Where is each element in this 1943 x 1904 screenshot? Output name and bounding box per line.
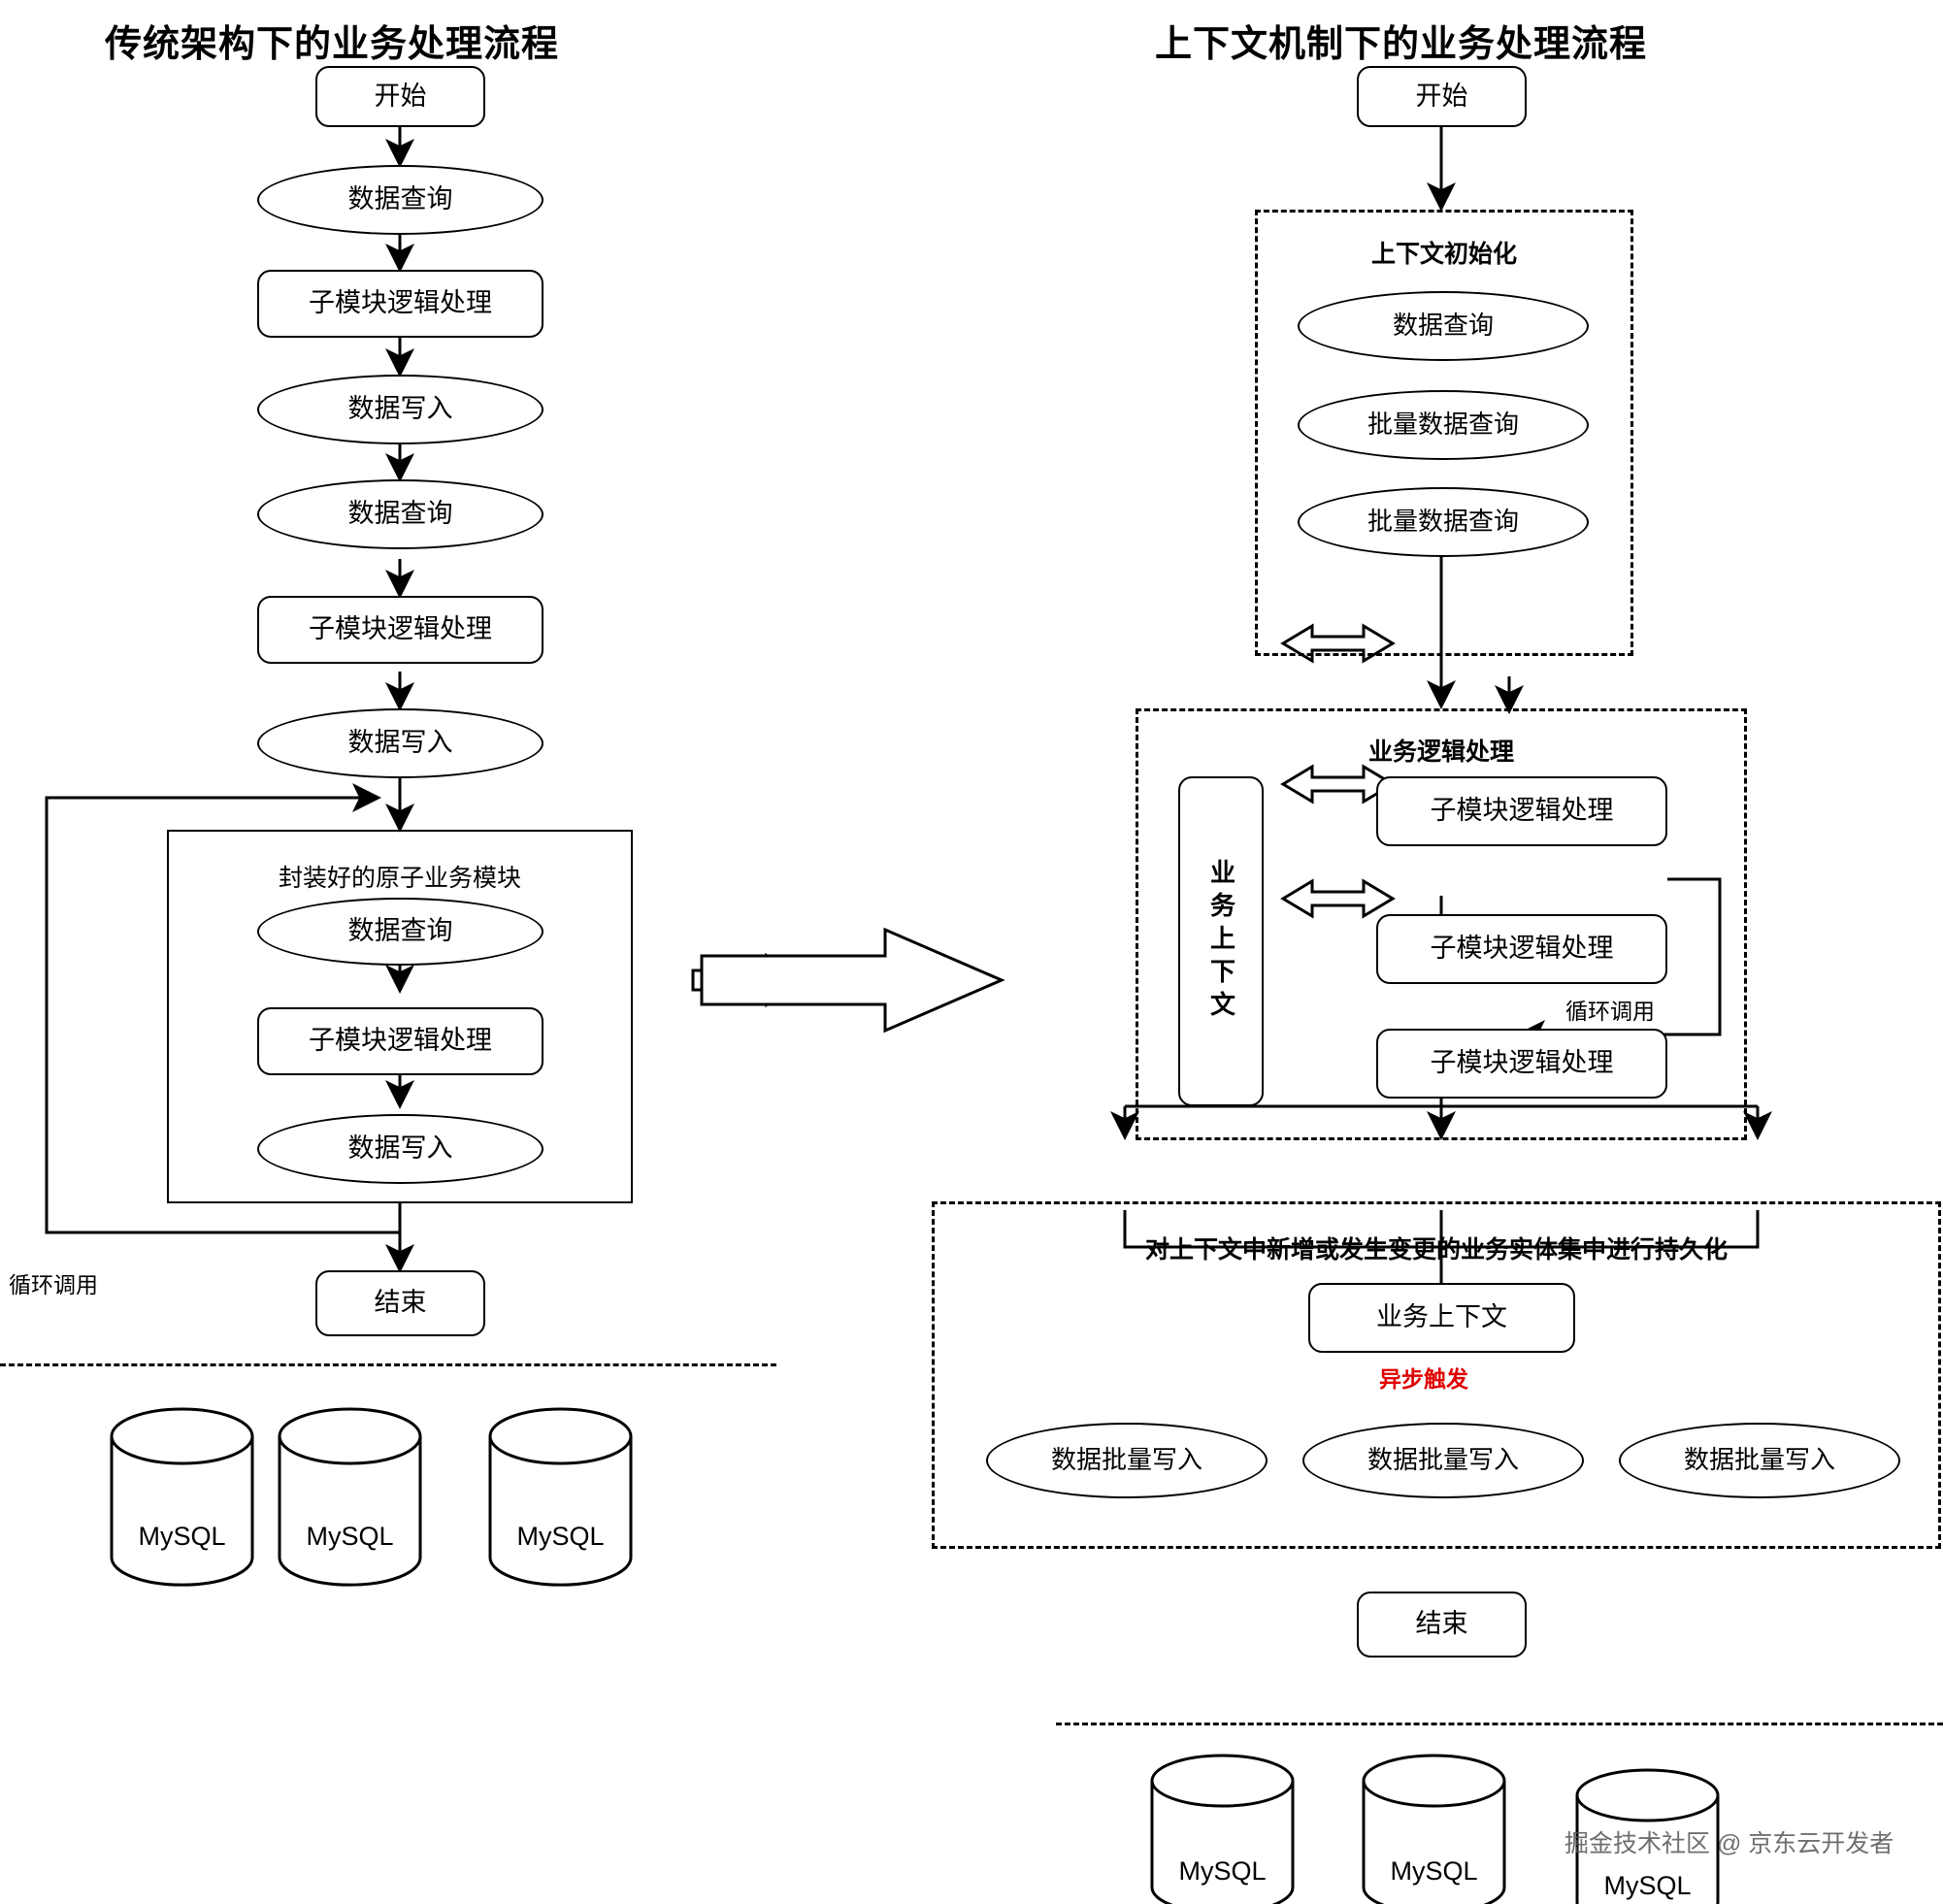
left-database-1-label: MySQL <box>306 1522 394 1551</box>
business-logic-group <box>1136 708 1747 1140</box>
left-step-5[interactable]: 数据写入 <box>257 708 543 778</box>
left-module-step-0[interactable]: 数据查询 <box>257 898 543 966</box>
business-context-vertical-label: 业务上下文 <box>1205 859 1235 1024</box>
right-end-node[interactable]: 结束 <box>1357 1592 1527 1658</box>
business-logic-loop-label: 循环调用 <box>1563 993 1658 1026</box>
persistence-write-1[interactable]: 数据批量写入 <box>1302 1423 1584 1498</box>
right-database-0-label: MySQL <box>1178 1856 1267 1886</box>
left-step-4[interactable]: 子模块逻辑处理 <box>257 596 543 664</box>
left-step-2[interactable]: 数据写入 <box>257 375 543 444</box>
persistence-write-0[interactable]: 数据批量写入 <box>986 1423 1268 1498</box>
right-column-title: 上下文机制下的业务处理流程 <box>1155 22 1648 65</box>
business-logic-group-title: 业务逻辑处理 <box>1367 738 1514 766</box>
left-module-step-2[interactable]: 数据写入 <box>257 1114 543 1184</box>
left-module-step-1[interactable]: 子模块逻辑处理 <box>257 1007 543 1075</box>
left-loop-label: 循环调用 <box>6 1266 101 1299</box>
left-end-node[interactable]: 结束 <box>315 1270 485 1336</box>
persistence-group-title: 对上下文中新增或发生变更的业务实体集中进行持久化 <box>1144 1235 1728 1264</box>
left-database-2: MySQL <box>485 1407 636 1587</box>
persistence-group <box>932 1201 1941 1549</box>
persistence-write-2[interactable]: 数据批量写入 <box>1619 1423 1900 1498</box>
left-module-group <box>167 830 633 1203</box>
right-start-node[interactable]: 开始 <box>1357 66 1527 127</box>
business-logic-step-1[interactable]: 子模块逻辑处理 <box>1376 914 1667 984</box>
left-step-0[interactable]: 数据查询 <box>257 165 543 235</box>
left-database-2-label: MySQL <box>516 1522 605 1551</box>
right-database-2-label: MySQL <box>1603 1871 1692 1900</box>
context-init-step-1[interactable]: 批量数据查询 <box>1298 390 1589 460</box>
left-step-1[interactable]: 子模块逻辑处理 <box>257 270 543 338</box>
left-database-1: MySQL <box>275 1407 425 1587</box>
right-database-1-label: MySQL <box>1390 1856 1478 1886</box>
right-database-1: MySQL <box>1359 1752 1509 1904</box>
right-database-2: MySQL <box>1572 1766 1723 1904</box>
persistence-context-box[interactable]: 业务上下文 <box>1308 1283 1575 1353</box>
watermark-text: 掘金技术社区 @ 京东云开发者 <box>1564 1830 1894 1857</box>
context-init-group-title: 上下文初始化 <box>1370 240 1517 268</box>
async-trigger-label: 异步触发 <box>1376 1361 1471 1394</box>
left-column-title: 传统架构下的业务处理流程 <box>105 22 560 65</box>
business-context-vertical-box[interactable]: 业务上下文 <box>1178 776 1264 1106</box>
left-start-node[interactable]: 开始 <box>315 66 485 127</box>
context-init-step-0[interactable]: 数据查询 <box>1298 291 1589 361</box>
context-init-group <box>1255 210 1633 656</box>
context-init-step-2[interactable]: 批量数据查询 <box>1298 487 1589 557</box>
left-step-3[interactable]: 数据查询 <box>257 479 543 549</box>
left-module-group-title: 封装好的原子业务模块 <box>278 864 521 892</box>
business-logic-step-0[interactable]: 子模块逻辑处理 <box>1376 776 1667 846</box>
left-database-0-label: MySQL <box>138 1522 226 1551</box>
right-db-divider <box>1056 1723 1943 1725</box>
left-database-0: MySQL <box>107 1407 257 1587</box>
left-db-divider <box>0 1363 776 1366</box>
business-logic-step-2[interactable]: 子模块逻辑处理 <box>1376 1029 1667 1099</box>
right-database-0: MySQL <box>1147 1752 1298 1904</box>
